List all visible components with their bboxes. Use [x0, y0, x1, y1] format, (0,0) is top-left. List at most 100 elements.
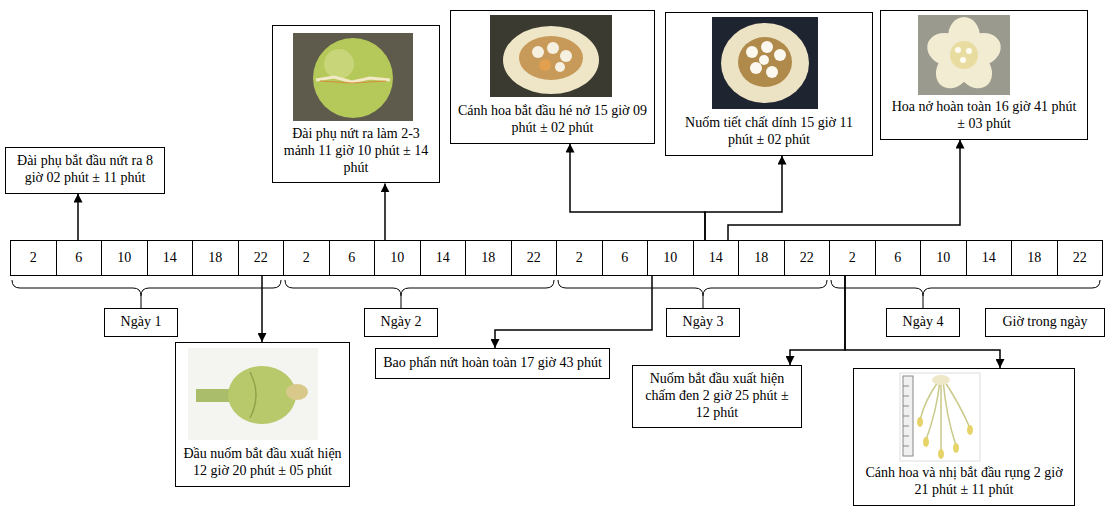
day-brace [285, 280, 554, 296]
flower-photo [712, 17, 818, 109]
stamen [761, 41, 773, 53]
ruler [903, 376, 913, 456]
stamen [560, 50, 572, 62]
photo-ground [900, 373, 980, 461]
timeline-arrow [495, 276, 652, 348]
node-text: Bao phấn nứt hoàn toàn 17 giờ 43 phút [382, 355, 603, 372]
stamen [532, 46, 544, 58]
hour-number: 22 [527, 250, 541, 267]
hour-number: 2 [303, 250, 310, 267]
bud-photo [188, 348, 318, 440]
brace-leader [703, 296, 704, 308]
timeline-arrow [570, 144, 705, 240]
stamen [746, 46, 758, 58]
hour-number: 22 [800, 250, 814, 267]
anther [967, 425, 973, 435]
timeline-arrow [705, 156, 782, 240]
node-text: Đài phụ nứt ra làm 2-3 mảnh 11 giờ 10 ph… [279, 126, 433, 176]
fruit-body [313, 38, 393, 118]
node-text: Giờ trong ngày [1002, 314, 1087, 331]
stamen [555, 62, 565, 72]
photo-ground [188, 348, 318, 440]
petal [721, 23, 809, 103]
flower-center [519, 36, 583, 80]
time-cell: 18 [1011, 240, 1058, 276]
day-label: Ngày 3 [666, 308, 741, 337]
flower-center [738, 37, 792, 87]
photo-ground [712, 17, 818, 109]
stamen [774, 49, 786, 61]
stamen [766, 66, 778, 78]
stage-box: Bao phấn nứt hoàn toàn 17 giờ 43 phút [375, 348, 610, 379]
bud-stalk [196, 389, 232, 402]
stigma-tip [286, 384, 308, 400]
stamen [960, 57, 966, 63]
hour-number: 2 [30, 250, 37, 267]
anther [917, 417, 923, 427]
hour-number: 10 [936, 250, 950, 267]
stage-box: Đài phụ bắt đầu nứt ra 8 giờ 02 phút ± 1… [5, 147, 165, 194]
timeline-arrow [384, 183, 386, 240]
axis-label: Giờ trong ngày [985, 308, 1104, 337]
time-cell: 6 [602, 240, 649, 276]
anther [953, 443, 959, 453]
node-text: Ngày 1 [121, 314, 162, 331]
time-cell: 22 [784, 240, 831, 276]
flower-center [950, 41, 978, 69]
hour-number: 22 [1073, 250, 1087, 267]
time-cell: 14 [693, 240, 740, 276]
node-text: Đài phụ bắt đầu nứt ra 8 giờ 02 phút ± 1… [12, 153, 158, 187]
petal [503, 26, 599, 94]
hour-number: 14 [436, 250, 450, 267]
timeline-arrow [790, 276, 845, 365]
time-cell: 18 [738, 240, 785, 276]
fruit-highlight [324, 49, 354, 79]
time-cell: 22 [511, 240, 558, 276]
anther [938, 449, 944, 459]
stamen [955, 47, 961, 53]
node-text: Nuốm tiết chất dính 15 giờ 11 phút ± 02 … [672, 115, 866, 149]
hour-number: 18 [481, 250, 495, 267]
day-label: Ngày 1 [104, 308, 179, 337]
stamen-photo [900, 373, 980, 461]
bud-body [228, 366, 296, 424]
hour-number: 14 [709, 250, 723, 267]
flower-photo [490, 15, 612, 97]
day-brace [831, 280, 1100, 296]
time-cell: 10 [647, 240, 694, 276]
petal [932, 375, 950, 385]
photo-ground [490, 15, 612, 97]
hour-number: 2 [849, 250, 856, 267]
time-cell: 18 [192, 240, 239, 276]
stamen-filament [920, 380, 970, 452]
stage-photo-box: Đầu nuốm bắt đầu xuất hiện 12 giờ 20 phú… [175, 342, 350, 487]
time-cell: 2 [10, 240, 57, 276]
timeline-arrow [261, 276, 263, 342]
stage-photo-box: Nuốm tiết chất dính 15 giờ 11 phút ± 02 … [665, 12, 873, 156]
photo-ground [918, 15, 1010, 95]
time-cell: 2 [283, 240, 330, 276]
photo-ground [293, 33, 413, 121]
time-cell: 10 [920, 240, 967, 276]
flower-photo [918, 15, 1010, 95]
node-text: Cánh hoa bắt đầu hé nở 15 giờ 09 phút ± … [457, 103, 648, 137]
day-label: Ngày 4 [886, 308, 961, 337]
stamen [966, 48, 972, 54]
time-cell: 2 [829, 240, 876, 276]
hour-number: 6 [894, 250, 901, 267]
brace-leader [401, 296, 402, 308]
hour-number: 18 [1027, 250, 1041, 267]
time-cell: 14 [420, 240, 467, 276]
node-text: Ngày 3 [683, 314, 724, 331]
node-text: Ngày 2 [381, 314, 422, 331]
day-brace [558, 280, 827, 296]
hour-number: 6 [348, 250, 355, 267]
stage-photo-box: Cánh hoa và nhị bắt đầu rụng 2 giờ 21 ph… [853, 368, 1075, 506]
stamen [539, 59, 551, 71]
time-cell: 2 [556, 240, 603, 276]
day-label: Ngày 2 [364, 308, 439, 337]
time-cell: 22 [238, 240, 285, 276]
hour-number: 22 [254, 250, 268, 267]
bud-seam [250, 372, 256, 418]
time-cell: 6 [329, 240, 376, 276]
